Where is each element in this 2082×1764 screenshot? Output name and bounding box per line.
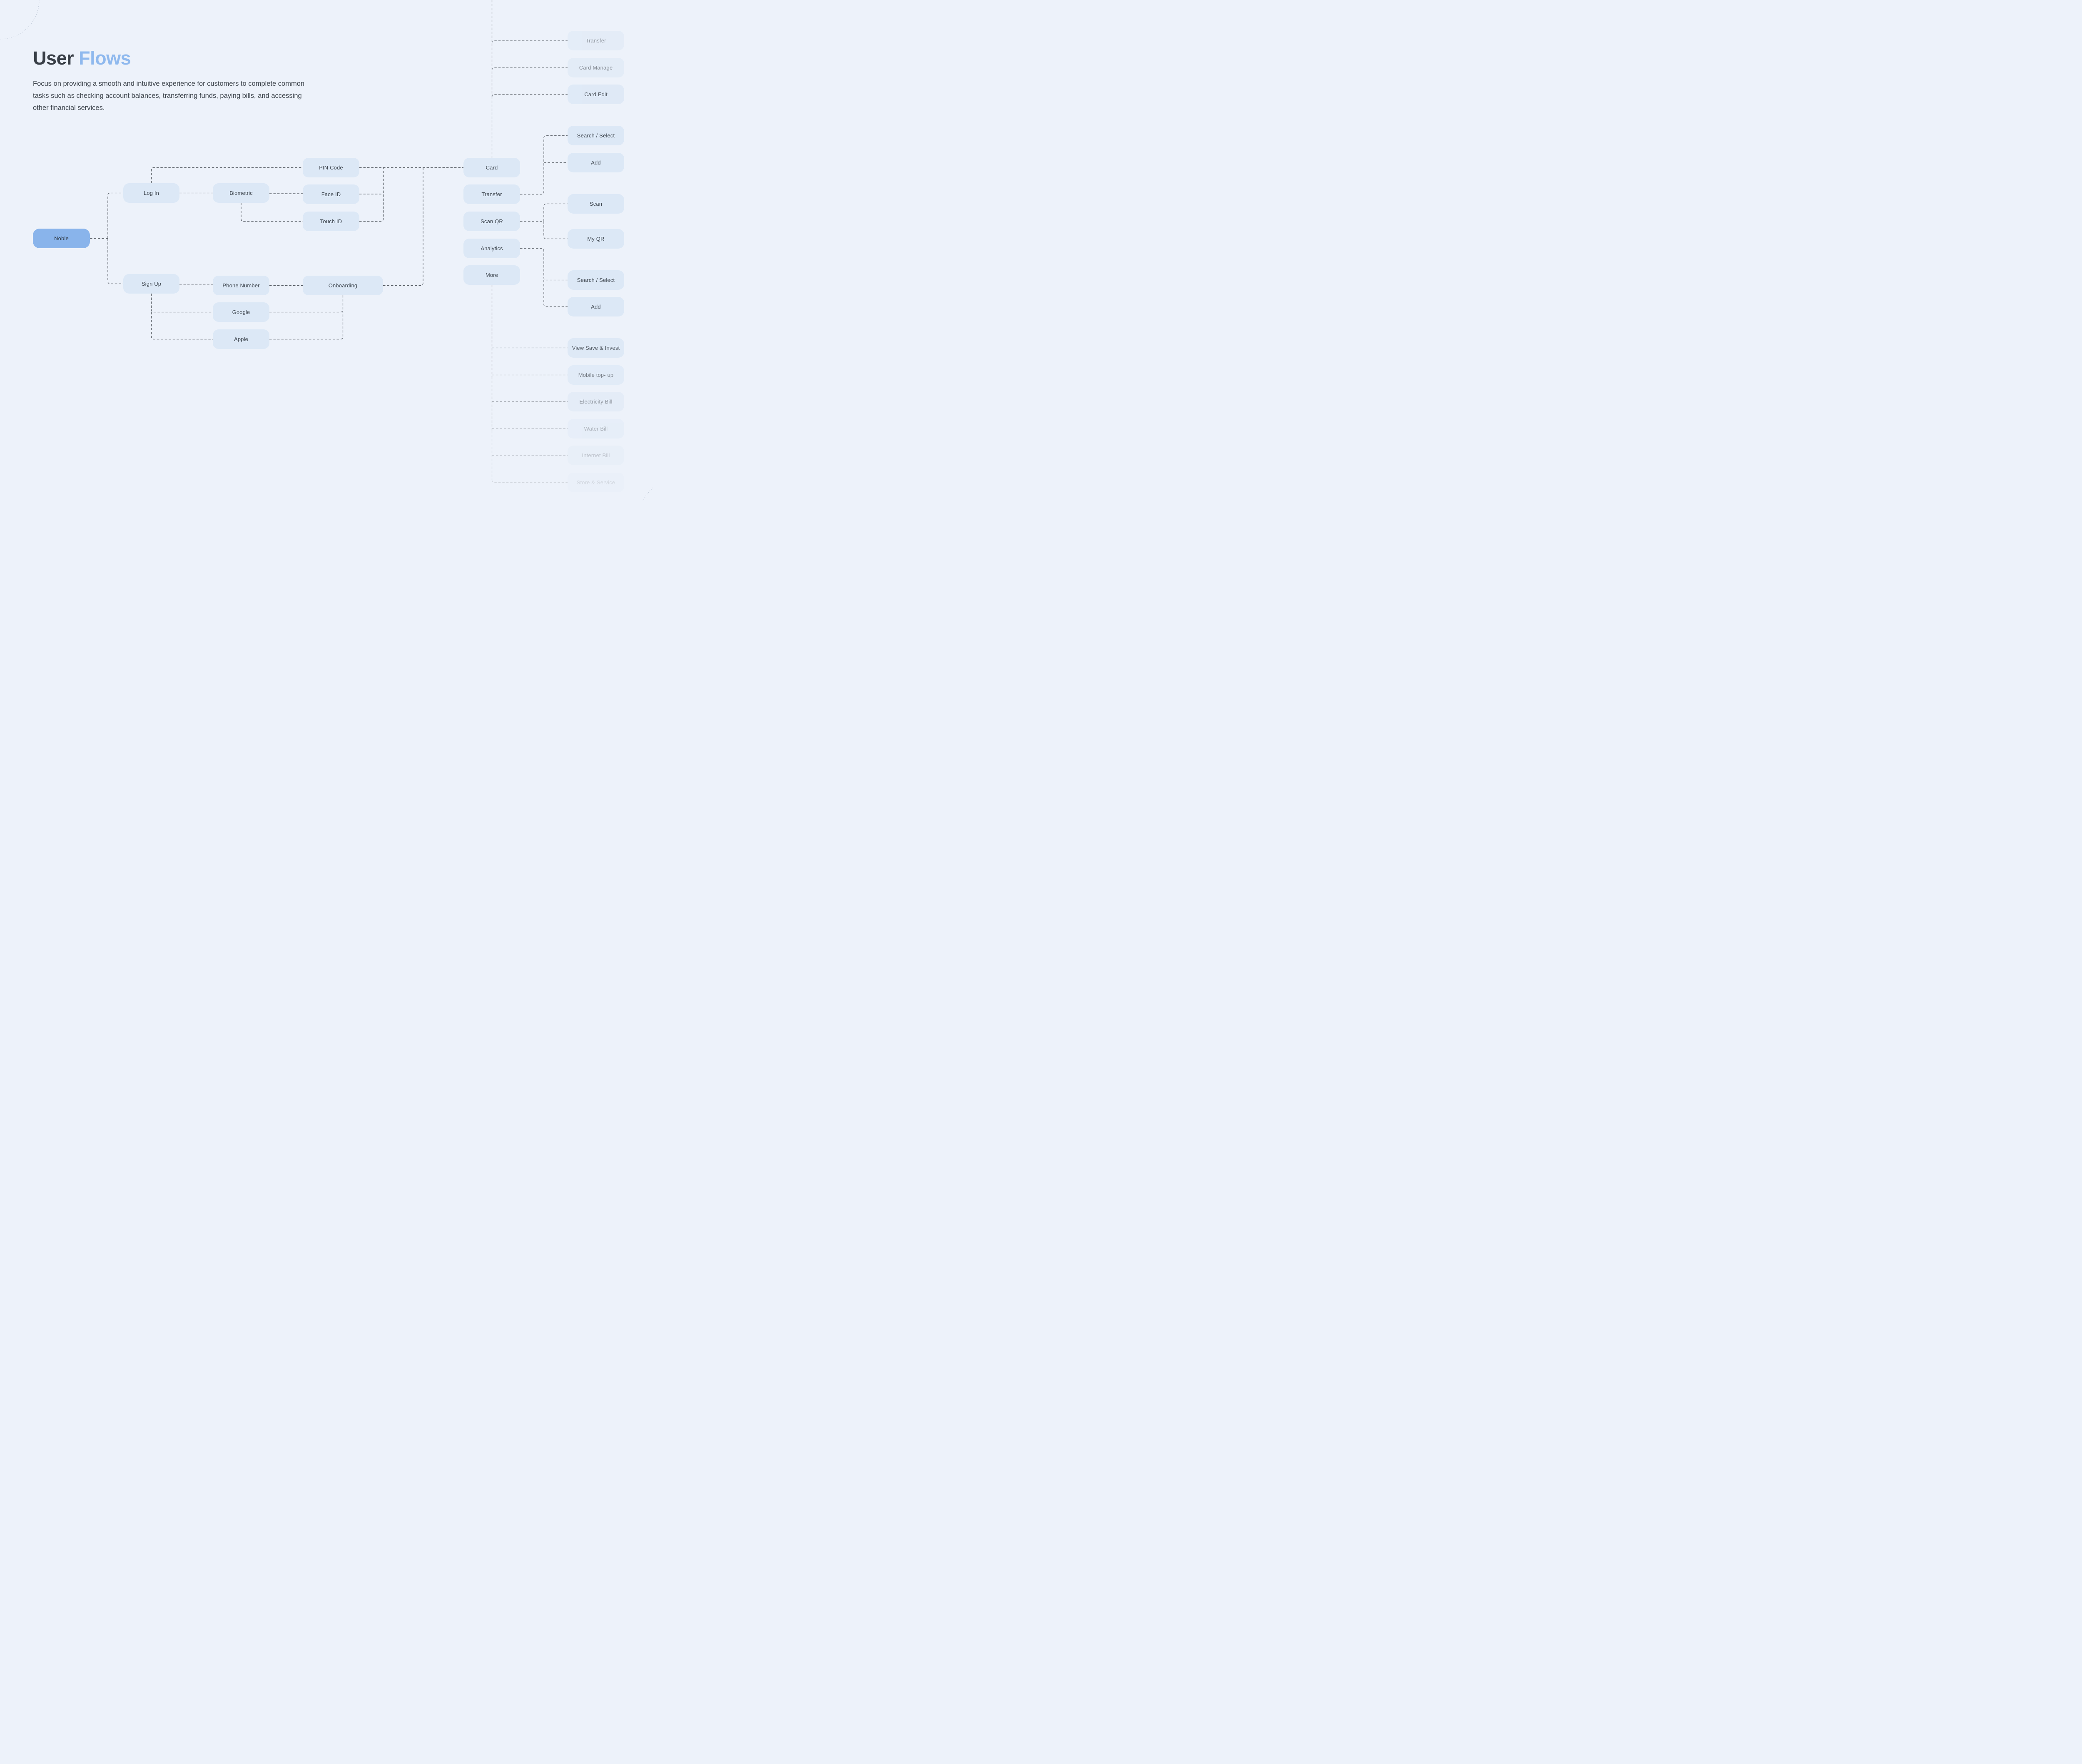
node-label: Log In	[143, 190, 159, 196]
node-label: More	[485, 272, 498, 278]
node-label: Scan QR	[481, 218, 503, 224]
node-label: Card Manage	[579, 65, 613, 71]
corner-arc-bottom-right	[643, 487, 653, 501]
node-label: Transfer	[585, 37, 606, 44]
node-view-save-invest[interactable]: View Save & Invest	[568, 338, 624, 358]
node-label: Search / Select	[577, 277, 615, 283]
connectors-menu-children	[520, 135, 568, 307]
node-phone-number[interactable]: Phone Number	[213, 276, 269, 295]
corner-arc-top-left	[0, 0, 40, 40]
node-more[interactable]: More	[463, 265, 520, 285]
node-noble[interactable]: Noble	[33, 229, 90, 248]
node-scan-qr[interactable]: Scan QR	[463, 212, 520, 231]
node-scan[interactable]: Scan	[568, 194, 624, 214]
node-transfer-search-select[interactable]: Search / Select	[568, 126, 624, 145]
node-electricity-bill[interactable]: Electricity Bill	[568, 392, 624, 411]
node-face-id[interactable]: Face ID	[303, 184, 359, 204]
node-internet-bill[interactable]: Internet Bill	[568, 446, 624, 465]
connectors-primary	[90, 167, 463, 340]
node-log-in[interactable]: Log In	[123, 183, 179, 203]
node-transfer[interactable]: Transfer	[463, 184, 520, 204]
node-apple[interactable]: Apple	[213, 329, 269, 349]
node-label: Water Bill	[584, 426, 608, 432]
node-analytics[interactable]: Analytics	[463, 239, 520, 258]
node-label: Apple	[234, 336, 248, 342]
node-label: Onboarding	[328, 282, 358, 289]
page-title: User Flows	[33, 47, 131, 69]
connectors-spine-bottom	[491, 285, 568, 483]
node-label: Store & Service	[576, 479, 615, 486]
title-flows: Flows	[79, 47, 131, 69]
flow-connectors	[0, 0, 653, 501]
node-label: Electricity Bill	[579, 399, 613, 405]
node-label: View Save & Invest	[572, 345, 620, 351]
node-card[interactable]: Card	[463, 158, 520, 177]
node-label: Analytics	[481, 245, 503, 252]
node-label: Add	[591, 159, 601, 166]
node-label: Mobile top- up	[578, 372, 614, 378]
node-label: Transfer	[481, 191, 502, 197]
node-label: Touch ID	[320, 218, 342, 224]
node-touch-id[interactable]: Touch ID	[303, 212, 359, 231]
node-label: Phone Number	[222, 282, 260, 289]
node-label: Google	[232, 309, 250, 315]
node-label: Add	[591, 304, 601, 310]
node-store-service[interactable]: Store & Service	[568, 473, 624, 492]
page-description: Focus on providing a smooth and intuitiv…	[33, 80, 305, 112]
node-transfer-add[interactable]: Add	[568, 153, 624, 172]
node-label: PIN Code	[319, 164, 343, 171]
node-analytics-add[interactable]: Add	[568, 297, 624, 316]
node-analytics-search-select[interactable]: Search / Select	[568, 270, 624, 290]
node-label: Card	[486, 164, 498, 171]
connectors-spine-top	[491, 0, 568, 158]
node-mobile-top-up[interactable]: Mobile top- up	[568, 365, 624, 385]
title-user: User	[33, 47, 74, 69]
node-label: Card Edit	[584, 91, 608, 97]
node-biometric[interactable]: Biometric	[213, 183, 269, 203]
node-label: Noble	[54, 235, 69, 242]
node-label: Search / Select	[577, 132, 615, 139]
node-water-bill[interactable]: Water Bill	[568, 419, 624, 439]
node-label: Face ID	[321, 191, 341, 197]
node-pin-code[interactable]: PIN Code	[303, 158, 359, 177]
node-card-edit[interactable]: Card Edit	[568, 85, 624, 104]
node-sign-up[interactable]: Sign Up	[123, 274, 179, 294]
node-label: Scan	[589, 201, 603, 207]
node-label: Internet Bill	[582, 452, 610, 458]
user-flows-canvas: User Flows Focus on providing a smooth a…	[0, 0, 653, 501]
node-onboarding[interactable]: Onboarding	[303, 276, 383, 295]
node-my-qr[interactable]: My QR	[568, 229, 624, 249]
node-label: My QR	[587, 236, 605, 242]
node-label: Biometric	[229, 190, 253, 196]
node-google[interactable]: Google	[213, 302, 269, 322]
node-label: Sign Up	[141, 281, 162, 287]
node-card-transfer[interactable]: Transfer	[568, 31, 624, 50]
node-card-manage[interactable]: Card Manage	[568, 58, 624, 77]
